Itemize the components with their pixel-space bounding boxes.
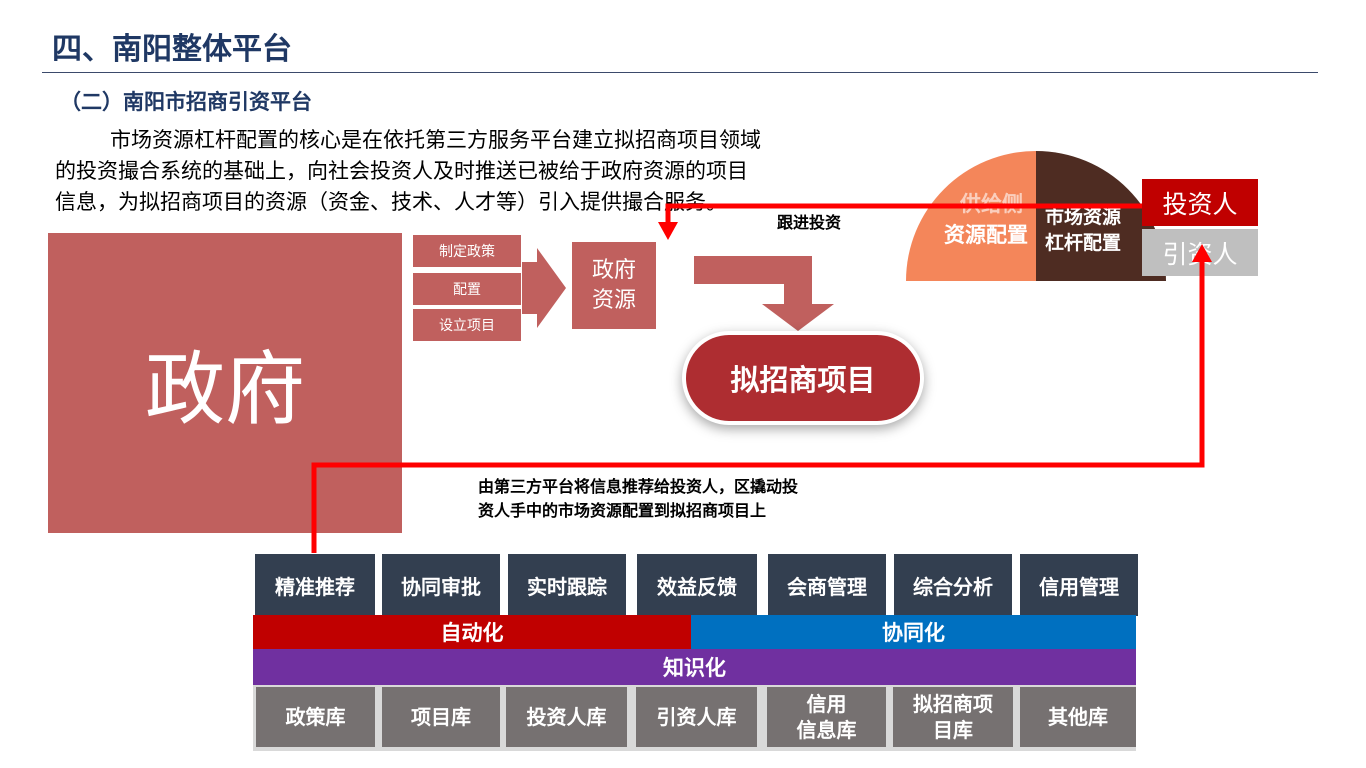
paragraph-line: 的投资撮合系统的基础上，向社会投资人及时推送已被给于政府资源的项目 bbox=[55, 159, 748, 183]
database-planned-project: 拟招商项目库 bbox=[893, 687, 1013, 747]
function-credit-management: 信用管理 bbox=[1020, 554, 1138, 616]
recommendation-text-line: 资人手中的市场资源配置到拟招商项目上 bbox=[478, 501, 767, 520]
function-comprehensive-analysis: 综合分析 bbox=[894, 554, 1012, 616]
page-title: 四、南阳整体平台 bbox=[52, 32, 292, 67]
flow-arrowhead-investor bbox=[1192, 244, 1212, 262]
investor-box: 投资人 bbox=[1142, 179, 1258, 226]
database-policy: 政策库 bbox=[256, 687, 375, 747]
title-divider bbox=[42, 72, 1318, 73]
database-investor: 投资人库 bbox=[506, 687, 627, 747]
paragraph-line: 市场资源杠杆配置的核心是在依托第三方服务平台建立拟招商项目领域 bbox=[110, 128, 761, 152]
automation-layer: 自动化 bbox=[253, 615, 691, 649]
function-realtime-tracking: 实时跟踪 bbox=[508, 554, 626, 616]
follow-investment-label: 跟进投资 bbox=[777, 213, 842, 232]
gov-resource-line1: 政府 bbox=[591, 257, 636, 283]
right-arrow bbox=[522, 248, 566, 328]
paragraph-line: 信息，为拟招商项目的资源（资金、技术、人才等）引入提供撮合服务。 bbox=[55, 190, 727, 214]
flow-line-back bbox=[665, 203, 1142, 225]
supply-side-half bbox=[906, 151, 1036, 281]
function-precise-recommendation: 精准推荐 bbox=[255, 554, 375, 616]
collaboration-layer: 协同化 bbox=[691, 615, 1136, 649]
function-consultation-management: 会商管理 bbox=[768, 554, 886, 616]
recommendation-text-line: 由第三方平台将信息推荐给投资人，区撬动投 bbox=[478, 477, 799, 496]
function-collaborative-approval: 协同审批 bbox=[382, 554, 500, 616]
resource-allocation-label: 资源配置 bbox=[944, 223, 1028, 247]
knowledge-layer: 知识化 bbox=[253, 649, 1136, 685]
policy-action-establish-project: 设立项目 bbox=[413, 309, 521, 341]
government-resource-box: 政府 资源 bbox=[572, 242, 656, 329]
database-attractor: 引资人库 bbox=[636, 687, 757, 747]
flow-line-up bbox=[311, 258, 1205, 553]
flow-arrowhead-gov-resource bbox=[658, 222, 678, 240]
section-subtitle: （二）南阳市招商引资平台 bbox=[60, 90, 312, 114]
database-credit-info: 信用信息库 bbox=[767, 687, 886, 747]
policy-action-formulate: 制定政策 bbox=[413, 235, 521, 267]
gov-resource-line2: 资源 bbox=[591, 287, 636, 313]
lever-allocation-label: 杠杆配置 bbox=[1045, 232, 1122, 254]
database-other: 其他库 bbox=[1020, 687, 1136, 747]
database-project: 项目库 bbox=[382, 687, 500, 747]
function-benefit-feedback: 效益反馈 bbox=[637, 554, 757, 616]
policy-action-allocate: 配置 bbox=[413, 273, 521, 305]
planned-project-pill: 拟招商项目 bbox=[686, 335, 920, 421]
market-lever-half bbox=[1036, 151, 1166, 281]
government-block: 政府 bbox=[48, 233, 402, 533]
market-resource-label: 市场资源 bbox=[1045, 206, 1122, 228]
bent-down-arrow bbox=[694, 256, 834, 331]
